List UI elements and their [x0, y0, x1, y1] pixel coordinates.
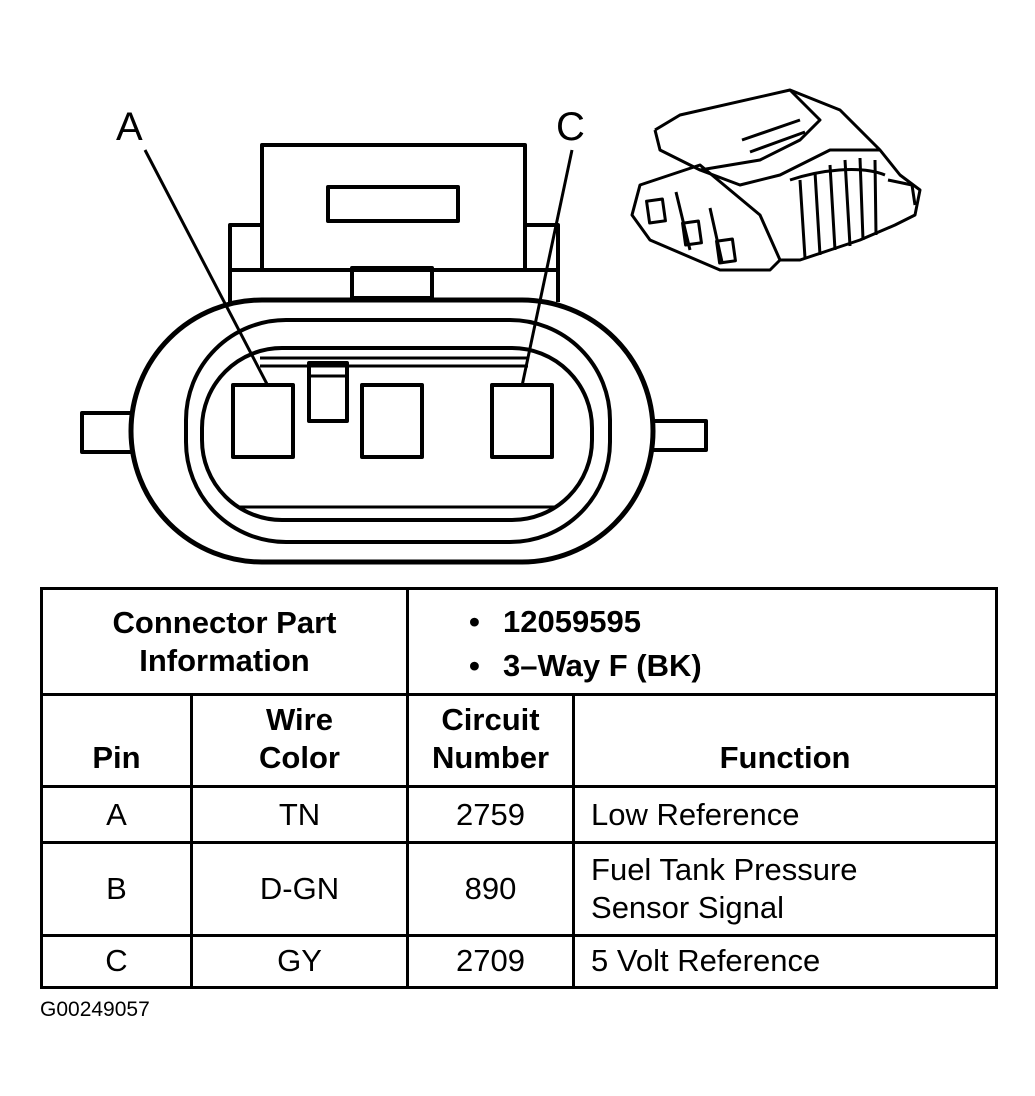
3d-cavity-3: [715, 237, 737, 265]
connector-type-item: • 3–Way F (BK): [469, 644, 995, 688]
connector-diagram: A C: [80, 88, 922, 565]
cell-wire-color: TN: [189, 785, 410, 844]
connector-body-seal: [184, 318, 612, 544]
cell-circuit: 2759: [406, 785, 576, 844]
table-row: B D-GN 890 Fuel Tank Pressure Sensor Sig…: [40, 840, 999, 937]
left-ear: [80, 411, 131, 454]
connector-body-inner: [200, 346, 594, 522]
connector-info-table: Connector Part Information • 12059595 • 3–…: [39, 586, 999, 990]
part-info-label-line2: Information: [139, 642, 310, 678]
figure-id: G00249057: [40, 998, 150, 1021]
part-info-label-line1: Connector Part: [112, 604, 337, 640]
terminal-cavity-c: [490, 383, 554, 459]
terminal-cavity-b: [360, 383, 424, 459]
polarizing-key: [307, 361, 349, 423]
part-number: 12059595: [503, 604, 641, 639]
connector-type: 3–Way F (BK): [503, 648, 702, 683]
cell-function: 5 Volt Reference: [572, 933, 999, 990]
header-pin: Pin: [40, 693, 193, 789]
connector-body-outer: [128, 297, 656, 565]
cell-wire-color: D-GN: [189, 840, 410, 937]
header-wire-color: Wire Color: [189, 693, 410, 789]
part-number-item: • 12059595: [469, 600, 995, 644]
latch-window: [326, 185, 460, 223]
leader-line-a: [143, 149, 270, 387]
latch-tab: [350, 266, 434, 300]
cell-function: Low Reference: [572, 785, 999, 844]
cell-pin: C: [40, 933, 193, 990]
cell-circuit: 890: [406, 840, 576, 937]
cell-wire-color: GY: [189, 933, 410, 990]
cell-circuit: 2709: [406, 933, 576, 990]
header-circuit-number: Circuit Number: [406, 693, 576, 789]
cell-pin: A: [40, 785, 193, 844]
terminal-cavity-a: [231, 383, 295, 459]
connector-latch-housing: [260, 143, 527, 270]
bullet-icon: •: [469, 604, 480, 639]
part-info-label-cell: Connector Part Information: [39, 586, 410, 697]
right-ear: [653, 419, 708, 452]
pin-label-c: C: [556, 105, 585, 149]
leader-line-c: [520, 149, 574, 387]
pin-label-a: A: [116, 105, 143, 149]
header-function: Function: [572, 693, 999, 789]
connector-3d-view: [630, 88, 922, 272]
part-info-values-cell: • 12059595 • 3–Way F (BK): [406, 586, 999, 697]
latch-side-blocks: [228, 223, 560, 302]
3d-cavity-2: [681, 219, 703, 247]
bullet-icon: •: [469, 648, 480, 683]
table-row: A TN 2759 Low Reference: [40, 785, 999, 844]
3d-cavity-1: [645, 197, 667, 225]
cell-pin: B: [40, 840, 193, 937]
cell-function: Fuel Tank Pressure Sensor Signal: [572, 840, 999, 937]
table-row: C GY 2709 5 Volt Reference: [40, 933, 999, 990]
